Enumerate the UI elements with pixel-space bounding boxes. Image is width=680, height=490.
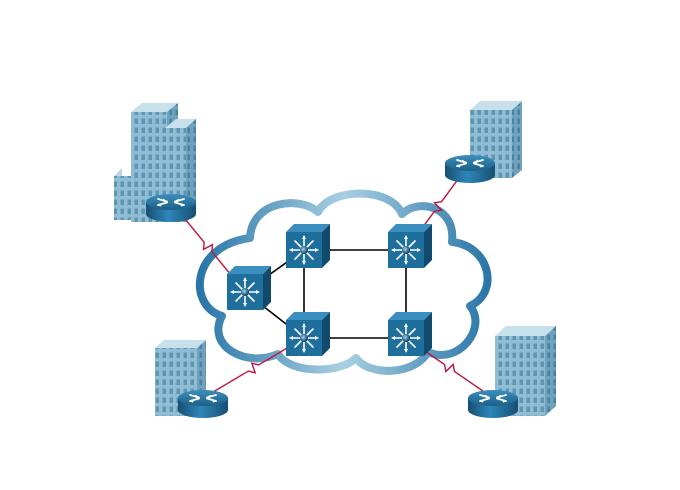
link-router-sw-to-sw-bot-left [202,337,305,399]
switch-icon-sw-top-right [387,223,433,269]
switch-icon-sw-top-left [285,223,331,269]
router-icon-router-ne [444,154,496,184]
switch-icon-sw-bot-left [285,311,331,357]
link-router-se-to-sw-bot-right [405,337,494,399]
wan-cloud [195,189,492,375]
switch-icon-sw-left [226,265,272,311]
router-icon-router-se [467,389,519,419]
router-icon-router-nw [145,193,197,223]
link-router-ne-to-sw-top-right [405,162,471,251]
link-router-nw-to-sw-left [170,201,246,293]
switch-icon-sw-bot-right [387,311,433,357]
router-icon-router-sw [177,389,229,419]
